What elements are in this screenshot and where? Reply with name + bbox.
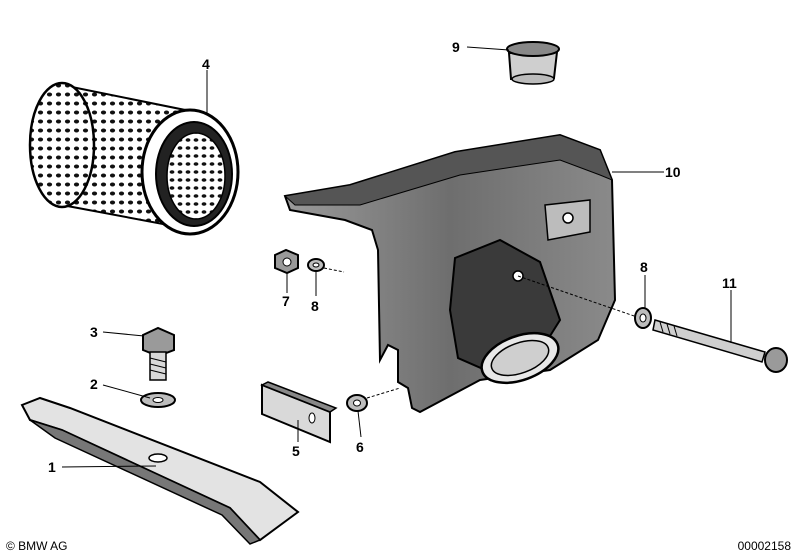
washer-2 [140,392,176,408]
callout-4: 4 [202,56,210,72]
callout-8-right: 8 [640,259,648,275]
mounting-strap [20,396,300,545]
callout-2: 2 [90,376,98,392]
nut [274,248,299,275]
plate [260,381,338,444]
callout-8-left: 8 [311,298,319,314]
housing-cover [283,133,641,414]
callout-10: 10 [665,164,681,180]
hex-bolt [142,326,175,381]
air-filter-element [28,81,240,236]
leader-lines [61,46,732,468]
callout-9: 9 [452,39,460,55]
rubber-plug [506,41,560,85]
callout-7: 7 [282,293,290,309]
callout-11: 11 [722,275,737,291]
callout-5: 5 [292,443,300,459]
washer-6 [346,394,368,412]
washer-left [307,258,325,272]
callout-3: 3 [90,324,98,340]
callout-1: 1 [48,459,56,475]
bolt [652,319,788,373]
copyright-text: © BMW AG [6,539,68,553]
callout-6: 6 [356,439,364,455]
diagram-number: 00002158 [737,539,791,553]
washer-right [634,307,652,329]
